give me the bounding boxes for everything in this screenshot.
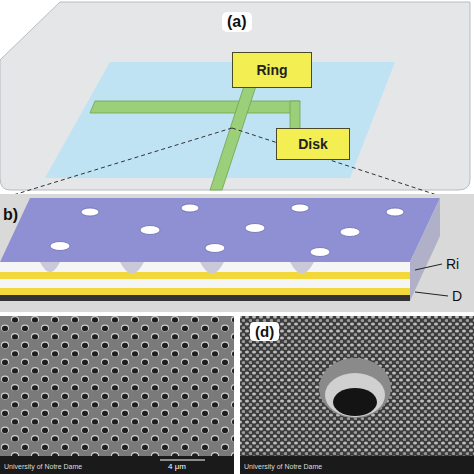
scale-bar-label: 4 μm xyxy=(168,462,186,471)
layer-label: Ri xyxy=(446,256,459,272)
panel-label: b) xyxy=(3,206,18,224)
image-info: University of Notre Dame xyxy=(244,463,322,470)
layer-label: D xyxy=(452,288,462,304)
image-info: University of Notre Dame xyxy=(4,463,82,470)
contact-pad: Disk xyxy=(276,128,350,160)
contact-pad: Ring xyxy=(232,52,312,88)
pad-label: Ring xyxy=(256,62,287,78)
panel-label: (d) xyxy=(250,322,279,341)
pad-label: Disk xyxy=(298,136,328,152)
panel-label: (a) xyxy=(222,12,252,32)
